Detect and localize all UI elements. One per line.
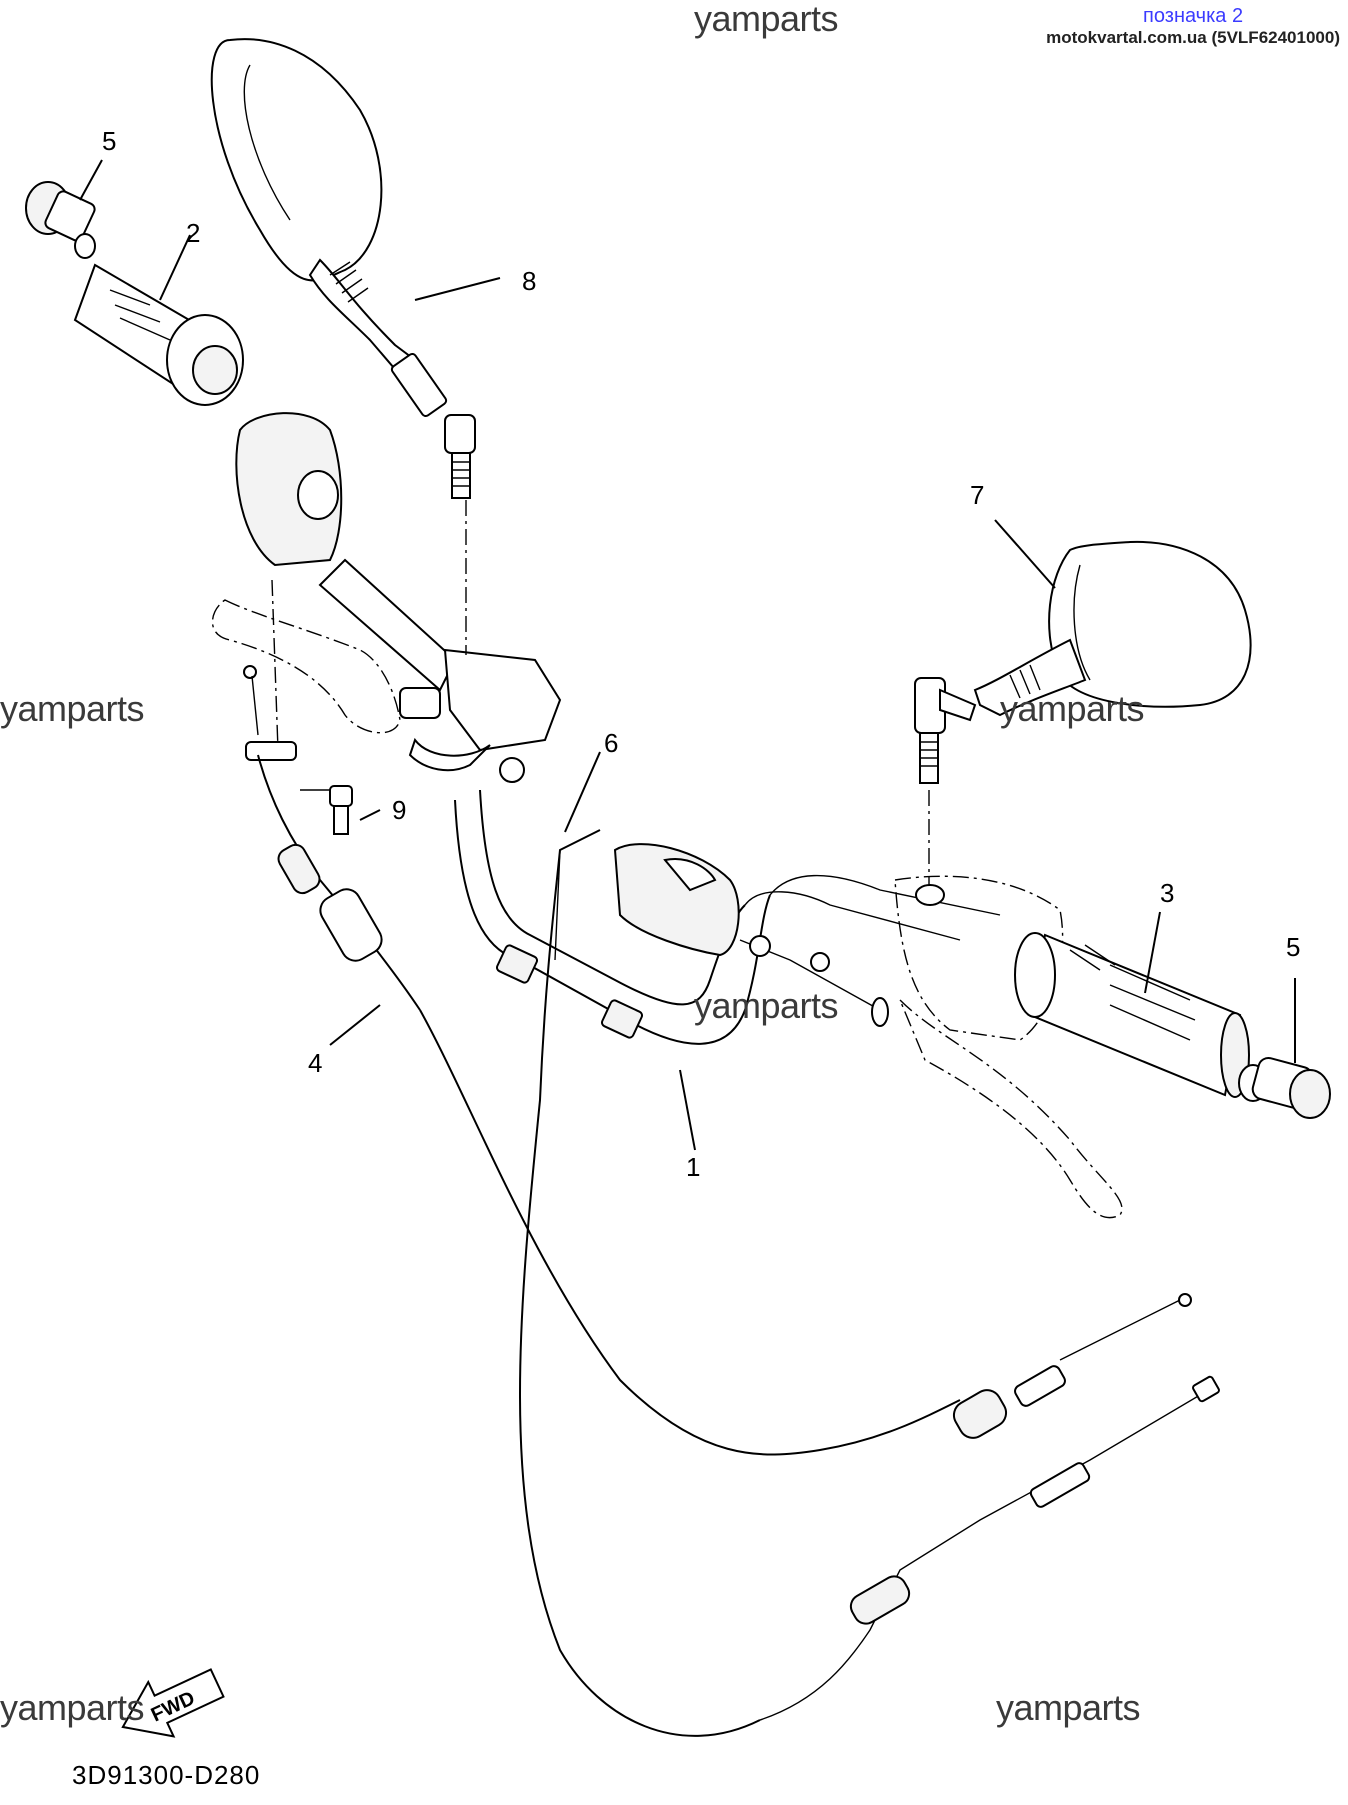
left-mirror	[210, 38, 501, 499]
handlebar-1	[454, 789, 1001, 1151]
throttle-cable-6	[519, 751, 1220, 1737]
left-grip-assembly	[25, 159, 244, 406]
watermark: yamparts	[1000, 688, 1145, 729]
site-reference-text: motokvartal.com.ua (5VLF62401000)	[1046, 28, 1340, 47]
bookmark-link[interactable]: позначка 2	[1143, 5, 1244, 27]
watermark: yamparts	[0, 1687, 145, 1728]
callout-throttle-cable: 6	[604, 728, 619, 758]
callout-clutch-cable: 4	[308, 1048, 323, 1078]
right-grip-assembly	[894, 875, 1331, 1219]
callout-grip-right: 3	[1160, 878, 1175, 908]
site-reference: позначка 2 motokvartal.com.ua (5VLF62401…	[1046, 4, 1340, 48]
callout-bolt: 9	[392, 795, 407, 825]
drawing-code: 3D91300-D280	[72, 1760, 261, 1790]
callout-knob-right: 5	[1286, 932, 1301, 962]
watermark: yamparts	[694, 985, 839, 1026]
watermark: yamparts	[694, 0, 839, 39]
callout-left-mirror: 8	[522, 266, 537, 296]
left-control-assembly	[211, 412, 562, 783]
callout-right-mirror: 7	[970, 480, 985, 510]
watermark: yamparts	[0, 688, 145, 729]
callout-handlebar: 1	[686, 1152, 701, 1182]
callout-grip-left: 2	[186, 218, 201, 248]
watermark: yamparts	[996, 1687, 1141, 1728]
cable-4	[243, 665, 1192, 1456]
right-mirror	[914, 519, 1252, 885]
callout-knob-left: 5	[102, 126, 117, 156]
